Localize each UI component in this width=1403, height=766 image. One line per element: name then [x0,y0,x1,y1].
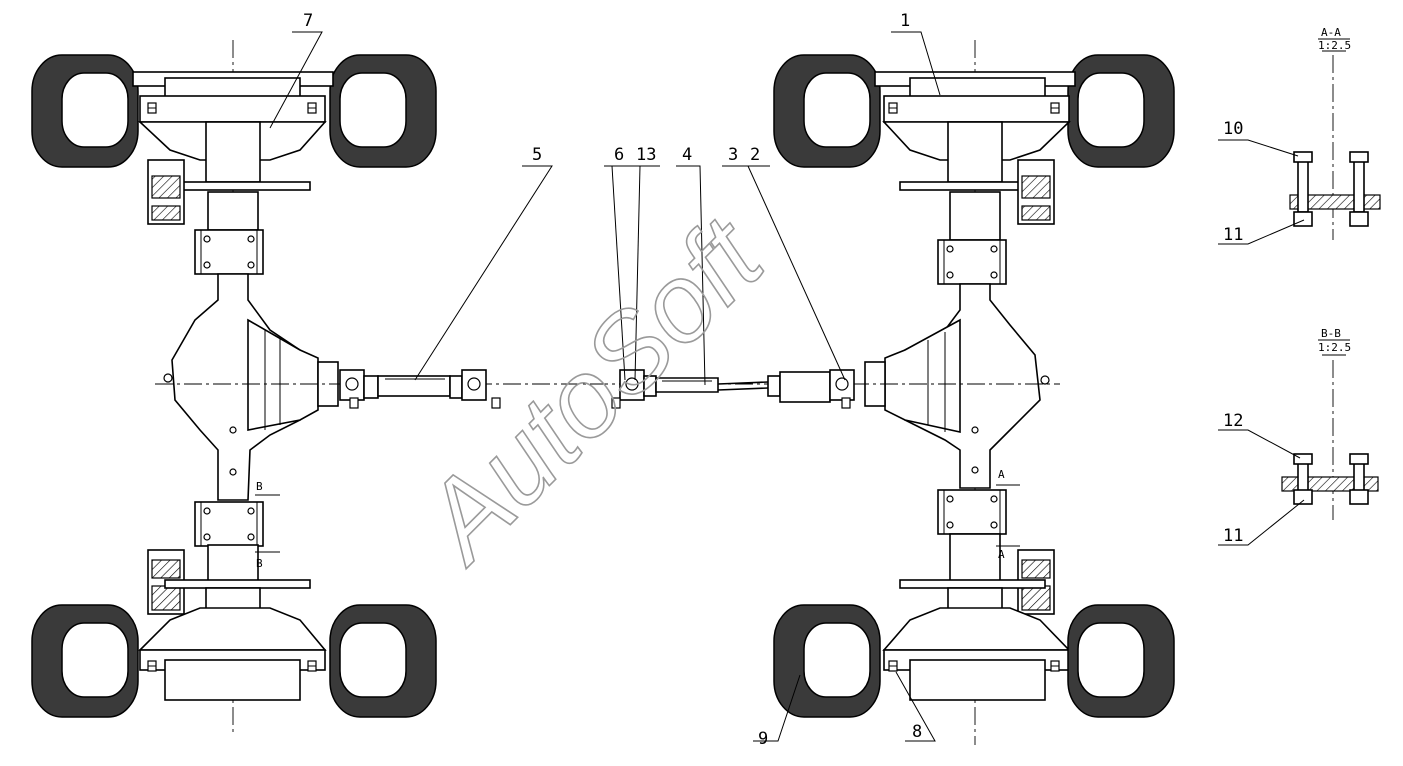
section-titles: A-A 1:2.5 B-B 1:2.5 [1318,26,1351,354]
label-5: 5 [532,145,542,165]
mount-plate-bottom-left [194,501,264,547]
tire-top-right-outer [773,54,881,168]
tire-top-left-inner [329,54,437,168]
section-bb-scale: 1:2.5 [1318,341,1351,354]
label-3: 3 [728,145,738,165]
leader-lines [255,31,1305,742]
left-axle [31,40,437,735]
label-4: 4 [682,145,692,165]
label-1: 1 [900,11,910,31]
section-view-aa [1289,50,1381,240]
tire-top-left-outer [31,54,139,168]
right-axle [773,40,1175,745]
mount-plate-top-left [194,229,264,275]
section-markers: B B A A [256,468,1005,570]
tire-bottom-right-outer [773,604,881,718]
drive-shafts [155,369,1060,409]
section-mark-a-top: A [998,468,1005,481]
tire-bottom-left-outer [31,604,139,718]
label-12: 12 [1223,411,1243,431]
mount-plate-bottom-right [937,489,1007,535]
label-9: 9 [758,729,768,749]
label-6: 6 [614,145,624,165]
label-11-bottom: 11 [1223,526,1243,546]
label-7: 7 [303,11,313,31]
section-aa-title: A-A [1321,26,1341,39]
mount-plate-top-right [937,239,1007,285]
tire-bottom-left-inner [329,604,437,718]
section-mark-b-bottom: B [256,557,263,570]
section-mark-b-top: B [256,480,263,493]
part-labels: 7 1 5 6 13 4 3 2 10 11 12 11 9 8 [303,11,1243,749]
tire-top-right-inner [1067,54,1175,168]
section-aa-scale: 1:2.5 [1318,39,1351,52]
label-10: 10 [1223,119,1243,139]
section-view-bb [1281,354,1379,520]
section-bb-title: B-B [1321,327,1341,340]
label-8: 8 [912,722,922,742]
label-13: 13 [636,145,656,165]
label-11-top: 11 [1223,225,1243,245]
section-mark-a-bottom: A [998,548,1005,561]
label-2: 2 [750,145,760,165]
tire-bottom-right-inner [1067,604,1175,718]
